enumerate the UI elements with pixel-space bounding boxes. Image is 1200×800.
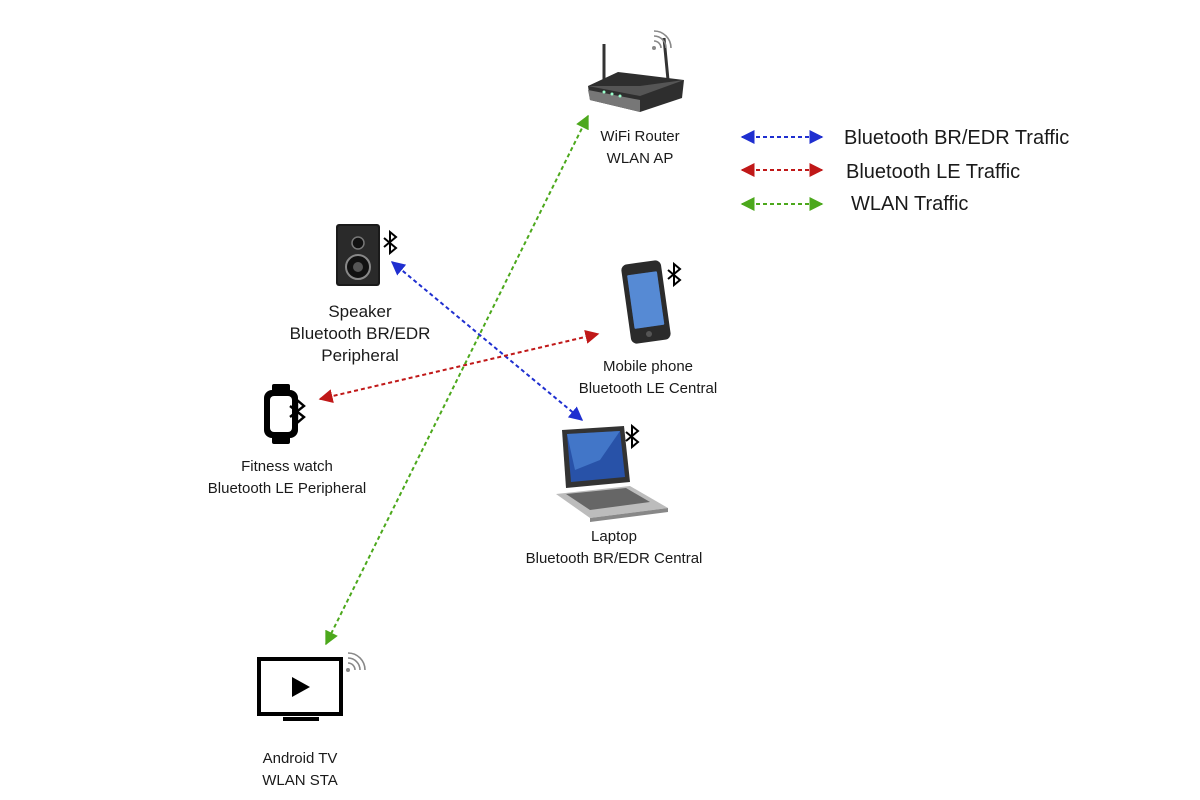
phone-role: Bluetooth LE Central (578, 380, 718, 397)
speaker-role-2: Peripheral (321, 346, 399, 365)
speaker-role: Bluetooth BR/EDR (289, 324, 431, 343)
router-role: WLAN AP (606, 150, 674, 167)
fitness-watch-icon (264, 384, 298, 444)
wifi-signal-icon (346, 652, 366, 672)
bt-le-traffic-link (318, 330, 600, 403)
wifi-signal-icon (652, 30, 672, 50)
tv-name: Android TV (262, 750, 338, 767)
laptop-name: Laptop (591, 528, 637, 545)
router-label: WiFi Router WLAN AP (580, 126, 700, 170)
tv-label: Android TV WLAN STA (230, 748, 370, 792)
bluetooth-icon (667, 261, 682, 288)
laptop-icon (556, 426, 668, 522)
watch-label: Fitness watch Bluetooth LE Peripheral (180, 456, 394, 500)
speaker-icon (336, 224, 380, 286)
wifi-router-icon (588, 37, 684, 112)
bluetooth-icon (289, 397, 306, 426)
bluetooth-icon (383, 229, 398, 256)
speaker-label: Speaker Bluetooth BR/EDR Peripheral (260, 301, 460, 367)
laptop-role: Bluetooth BR/EDR Central (525, 550, 703, 567)
watch-role: Bluetooth LE Peripheral (207, 480, 367, 497)
android-tv-icon (257, 657, 343, 721)
laptop-label: Laptop Bluetooth BR/EDR Central (500, 526, 728, 570)
legend-wlan-label: WLAN Traffic (851, 193, 969, 215)
speaker-name: Speaker (328, 302, 392, 321)
router-name: WiFi Router (600, 128, 680, 145)
phone-label: Mobile phone Bluetooth LE Central (548, 356, 748, 400)
watch-name: Fitness watch (241, 458, 333, 475)
legend-le-label: Bluetooth LE Traffic (846, 161, 1021, 183)
phone-name: Mobile phone (602, 358, 694, 375)
tv-role: WLAN STA (262, 772, 338, 789)
bluetooth-icon (625, 423, 640, 450)
legend-bredr-label: Bluetooth BR/EDR Traffic (844, 127, 1070, 149)
mobile-phone-icon (621, 260, 671, 344)
